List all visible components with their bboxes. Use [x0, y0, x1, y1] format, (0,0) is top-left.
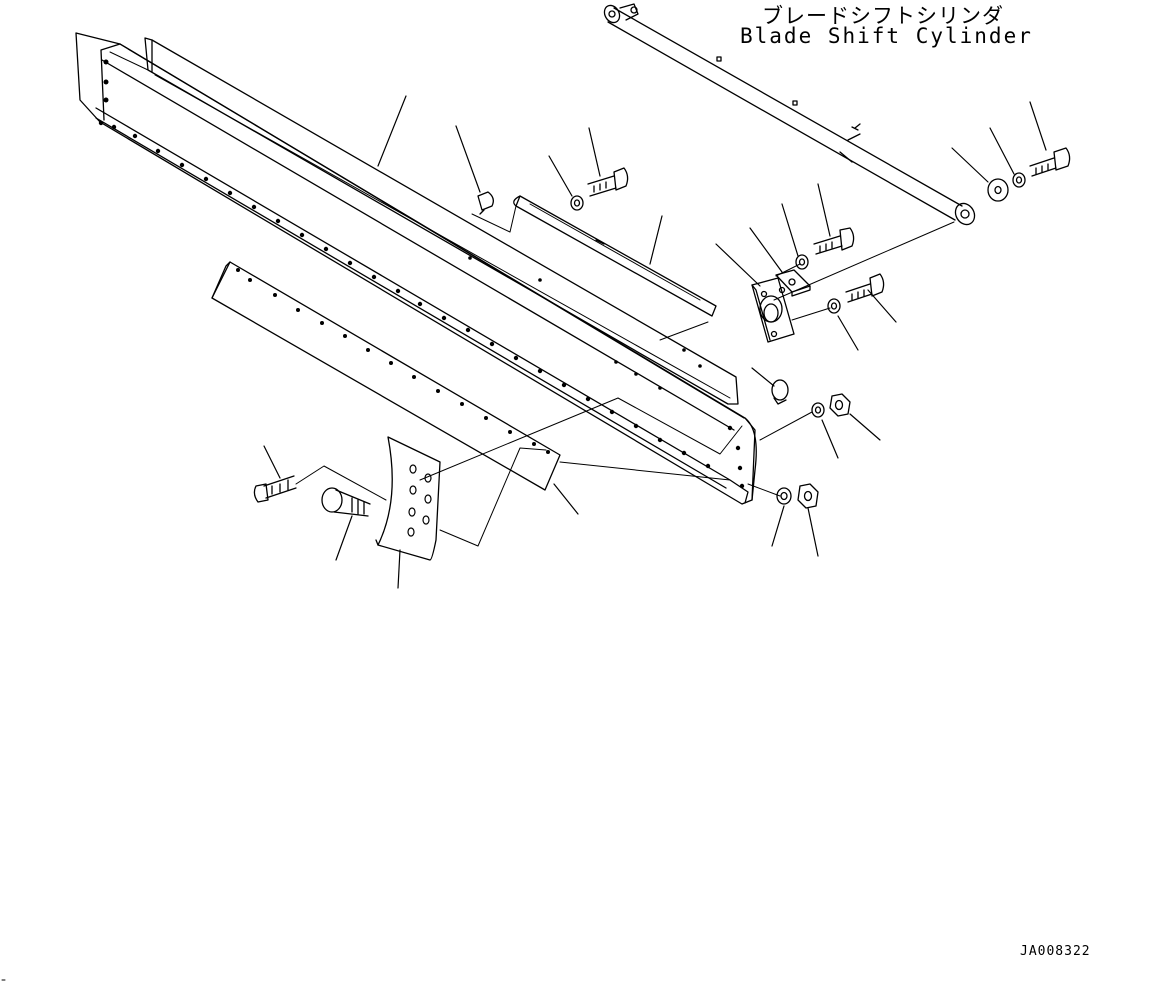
washers	[571, 173, 1025, 504]
blade-shift-cylinder	[601, 3, 978, 228]
end-bit-holes	[408, 465, 431, 536]
cylinder-label-english: Blade Shift Cylinder	[740, 24, 1033, 48]
bolt-3	[846, 274, 884, 302]
moldboard-holes	[98, 59, 745, 489]
dowel-pin	[772, 380, 788, 404]
cutting-edge	[212, 262, 560, 490]
end-bit	[376, 437, 440, 560]
bolt-4	[1030, 148, 1070, 176]
cylinder-bracket	[752, 278, 794, 342]
bolt-5	[254, 476, 296, 502]
nuts	[798, 394, 850, 508]
assembly-lines	[296, 206, 954, 546]
bolt-2	[814, 228, 854, 254]
cutting-edge-holes	[236, 268, 550, 454]
cylinder-label-japanese: ブレードシフトシリンダ	[762, 4, 1004, 28]
moldboard	[76, 33, 756, 504]
plug-bolt	[478, 192, 493, 214]
bolt-1	[588, 168, 628, 196]
drawing-code: JA008322	[1020, 944, 1091, 959]
leader-lines	[264, 96, 1046, 588]
wear-strip	[514, 196, 716, 316]
bolt-6	[322, 488, 370, 516]
spacer-block	[776, 270, 810, 296]
